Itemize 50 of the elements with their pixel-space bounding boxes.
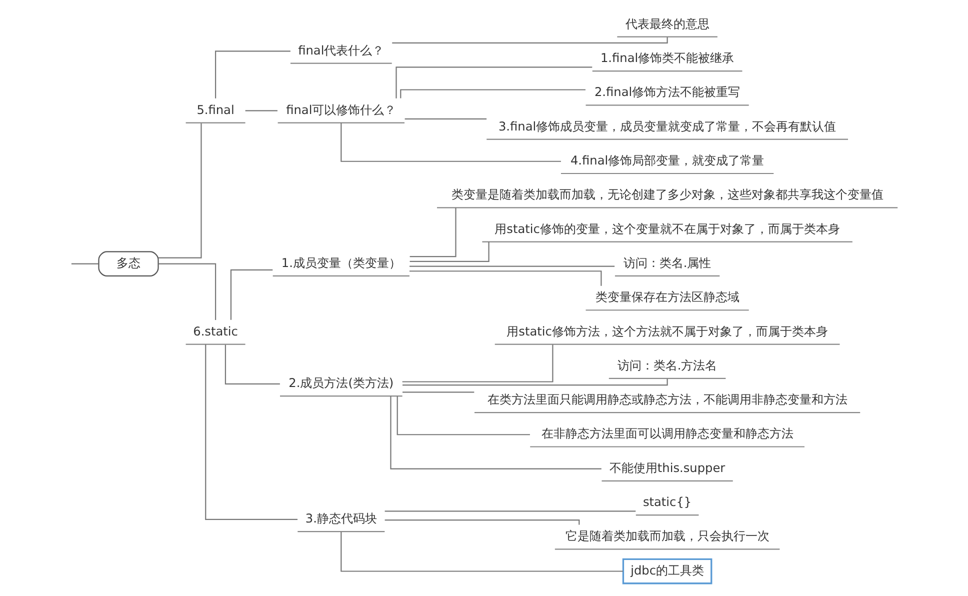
- connector: [230, 269, 273, 320]
- connector: [392, 37, 668, 44]
- node-text: 在类方法里面只能调用静态或静态方法，不能调用非静态变量和方法: [487, 392, 848, 407]
- node-text: static{}: [642, 495, 692, 510]
- node-text: 它是随着类加载而加载，只会执行一次: [565, 529, 770, 544]
- node-box: 多态: [98, 251, 159, 277]
- connector: [205, 344, 298, 520]
- node-text: 用static修饰方法，这个方法就不属于对象了，而属于类本身: [506, 324, 828, 338]
- connector: [215, 50, 290, 98]
- node-text: 在非静态方法里面可以调用静态变量和静态方法: [541, 426, 794, 441]
- node-text: 代表最终的意思: [625, 16, 710, 31]
- node-text: 访问：类名.属性: [623, 256, 712, 270]
- node-text: 2.成员方法(类方法): [288, 376, 394, 390]
- node-text: 1.final修饰类不能被继承: [600, 50, 734, 65]
- connector: [158, 263, 216, 320]
- connector: [404, 118, 487, 120]
- node-text: 3.final修饰成员变量，成员变量就变成了常量，不会再有默认值: [498, 119, 836, 134]
- connector: [410, 242, 490, 262]
- node-text: 1.成员变量（类变量）: [281, 256, 401, 270]
- node-text: final可以修饰什么？: [286, 102, 396, 117]
- node-text: 类变量保存在方法区静态域: [595, 290, 740, 304]
- node-text: 2.final修饰方法不能被重写: [594, 85, 740, 100]
- connector: [396, 66, 592, 98]
- connector: [224, 344, 280, 384]
- node-text: 6.static: [193, 324, 238, 338]
- node-text: 4.final修饰局部变量，就变成了常量: [570, 153, 764, 168]
- connector: [402, 344, 554, 382]
- node-text: 用static修饰的变量，这个变量就不在属于对象了，而属于类本身: [494, 222, 840, 236]
- connector: [410, 208, 456, 258]
- connector: [340, 122, 561, 162]
- connector: [396, 396, 530, 436]
- node-text: 5.final: [196, 102, 234, 117]
- connector: [71, 263, 99, 264]
- connector: [340, 532, 623, 572]
- connector: [409, 270, 602, 286]
- node-box: jdbc的工具类: [622, 558, 712, 584]
- connector: [245, 110, 278, 112]
- connector: [410, 266, 615, 267]
- connector: [390, 396, 602, 470]
- connector: [400, 89, 586, 98]
- node-text: 3.静态代码块: [305, 512, 377, 526]
- connector: [158, 123, 202, 258]
- node-text: final代表什么？: [298, 43, 384, 58]
- node-text: 不能使用this.supper: [609, 460, 726, 475]
- node-text: 访问：类名.方法名: [617, 358, 718, 372]
- node-text: 类变量是随着类加载而加载，无论创建了多少对象，这些对象都共享我这个变量值: [451, 188, 884, 202]
- connector: [384, 510, 636, 512]
- connector: [402, 378, 668, 386]
- connector: [384, 519, 580, 525]
- connector: [402, 392, 474, 393]
